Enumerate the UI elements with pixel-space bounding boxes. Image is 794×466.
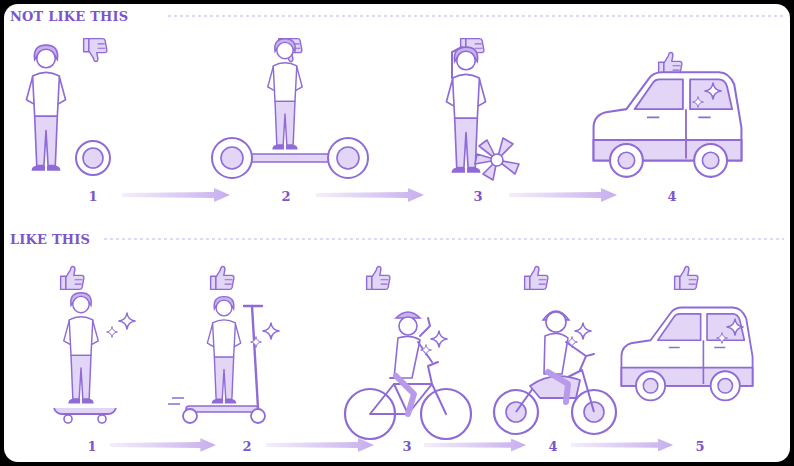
sparkle (431, 331, 447, 347)
single-wheel (76, 141, 110, 175)
sparkle (421, 345, 432, 356)
step-number: 5 (695, 440, 704, 453)
thumbs-up-icon (525, 266, 548, 289)
sparkle (717, 333, 728, 344)
woman-figure (26, 45, 65, 171)
thumbs-up-icon (675, 266, 698, 289)
dashed-rule (104, 238, 784, 239)
kick-scooter (168, 306, 265, 423)
step-number: 4 (548, 440, 557, 453)
motorcyclist-figure (543, 311, 586, 402)
broken-fan (475, 138, 519, 180)
thumbs-down-icon (84, 39, 107, 62)
step-arrow (266, 438, 374, 452)
thumbs-up-icon (61, 266, 84, 289)
sparkle (107, 327, 118, 338)
thumbs-up-icon (211, 266, 234, 289)
skateboard (54, 408, 116, 423)
scooter-rider-figure (207, 297, 240, 404)
sparkle (567, 337, 578, 348)
step-arrow (110, 438, 216, 452)
step-arrow (122, 188, 230, 202)
cyclist-figure (394, 312, 432, 414)
sparkle (727, 319, 743, 335)
standing-figure (268, 39, 302, 150)
step-arrow (509, 188, 617, 202)
raised-arm (452, 47, 462, 78)
thumbs-up-icon (367, 266, 390, 289)
car-illustration (594, 72, 742, 177)
sparkle (263, 323, 279, 339)
step-arrow (316, 188, 424, 202)
step-arrow (571, 438, 673, 451)
sparkle (705, 83, 721, 99)
step-number: 2 (281, 190, 290, 203)
section-heading: LIKE THIS (10, 233, 90, 246)
skater-figure (64, 293, 98, 404)
car-illustration (621, 307, 752, 400)
sparkle (575, 323, 591, 339)
sparkle (693, 97, 704, 108)
sparkle (119, 313, 135, 329)
step-number: 3 (402, 440, 411, 453)
step-number: 1 (88, 190, 97, 203)
step-number: 2 (242, 440, 251, 453)
sparkle (251, 337, 262, 348)
step-arrow (424, 438, 526, 451)
step-number: 4 (667, 190, 676, 203)
step-number: 3 (473, 190, 482, 203)
step-number: 1 (87, 440, 96, 453)
section-heading: NOT LIKE THIS (10, 10, 128, 23)
dashed-rule (168, 15, 784, 16)
white-panel (4, 4, 790, 462)
